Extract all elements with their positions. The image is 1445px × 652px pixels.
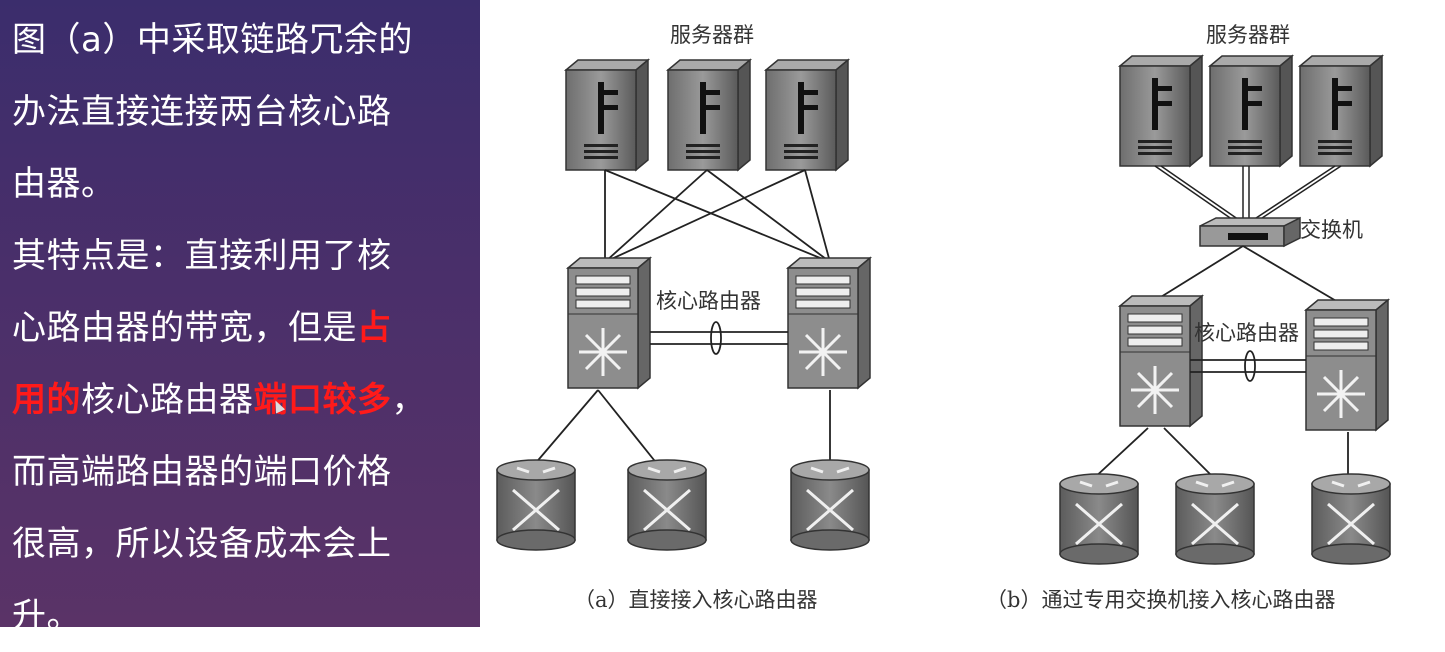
text-line-6-d: ， (391, 380, 426, 420)
text-line-6: 用的核心路由器端口较多， (12, 364, 472, 436)
server-icon (1119, 55, 1203, 167)
server-icon (765, 59, 849, 171)
caption-b: （b）通过专用交换机接入核心路由器 (986, 588, 1335, 612)
core-router-icon (566, 256, 652, 390)
edge-links-a (533, 389, 831, 466)
server-icon (1209, 55, 1293, 167)
server-links-a (604, 169, 831, 263)
text-line-9: 升。 (12, 596, 81, 636)
core-router-icon (1304, 298, 1390, 432)
server-group-label-a: 服务器群 (670, 23, 754, 47)
switch-label-b: 交换机 (1300, 218, 1363, 242)
server-icon (1299, 55, 1383, 167)
text-line-3: 由器。 (12, 164, 116, 204)
server-icon (565, 59, 649, 171)
network-diagram: 服务器群 核心路由器 （a）直接接入核心路由器 (488, 0, 1445, 627)
core-link-b (1190, 350, 1306, 382)
text-line-8: 很高，所以设备成本会上 (12, 524, 392, 564)
core-router-label-b: 核心路由器 (1194, 321, 1299, 345)
diagram-b: 服务器群 交换机 核心路由器 (986, 23, 1392, 612)
switch-icon (1199, 216, 1301, 248)
highlight-text-1: 占 (357, 308, 392, 348)
core-router-icon (786, 256, 872, 390)
edge-router-icon (789, 458, 871, 552)
edge-router-icon (1310, 472, 1392, 566)
text-line-4: 其特点是：直接利用了核 (12, 236, 392, 276)
server-group-label-b: 服务器群 (1206, 23, 1290, 47)
text-line-5: 心路由器的带宽，但是占 (12, 292, 472, 364)
core-router-label-a: 核心路由器 (656, 289, 761, 313)
diagram-a: 服务器群 核心路由器 （a）直接接入核心路由器 (495, 23, 872, 612)
edge-router-icon (1058, 472, 1140, 566)
highlight-text-3: 端口较多 (253, 380, 392, 420)
switch-core-links-b (1155, 245, 1344, 306)
text-line-5-a: 心路由器的带宽，但是 (12, 308, 357, 348)
text-line-6-b: 核心路由器 (81, 380, 254, 420)
edge-links-b (1091, 427, 1349, 481)
core-router-icon (1118, 294, 1204, 428)
text-line-1: 图（a）中采取链路冗余的 (12, 20, 413, 60)
edge-router-icon (495, 458, 577, 552)
text-line-2: 办法直接连接两台核心路 (12, 92, 392, 132)
edge-router-icon (1174, 472, 1256, 566)
highlight-text-2: 用的 (12, 380, 81, 420)
server-icon (667, 59, 751, 171)
caption-a: （a）直接接入核心路由器 (574, 588, 818, 612)
core-link-a (650, 321, 788, 355)
text-line-7: 而高端路由器的端口价格 (12, 452, 392, 492)
explanation-panel: 图（a）中采取链路冗余的 办法直接连接两台核心路 由器。 其特点是：直接利用了核… (0, 0, 480, 636)
server-switch-links-b (1154, 165, 1342, 223)
edge-router-icon (626, 458, 708, 552)
